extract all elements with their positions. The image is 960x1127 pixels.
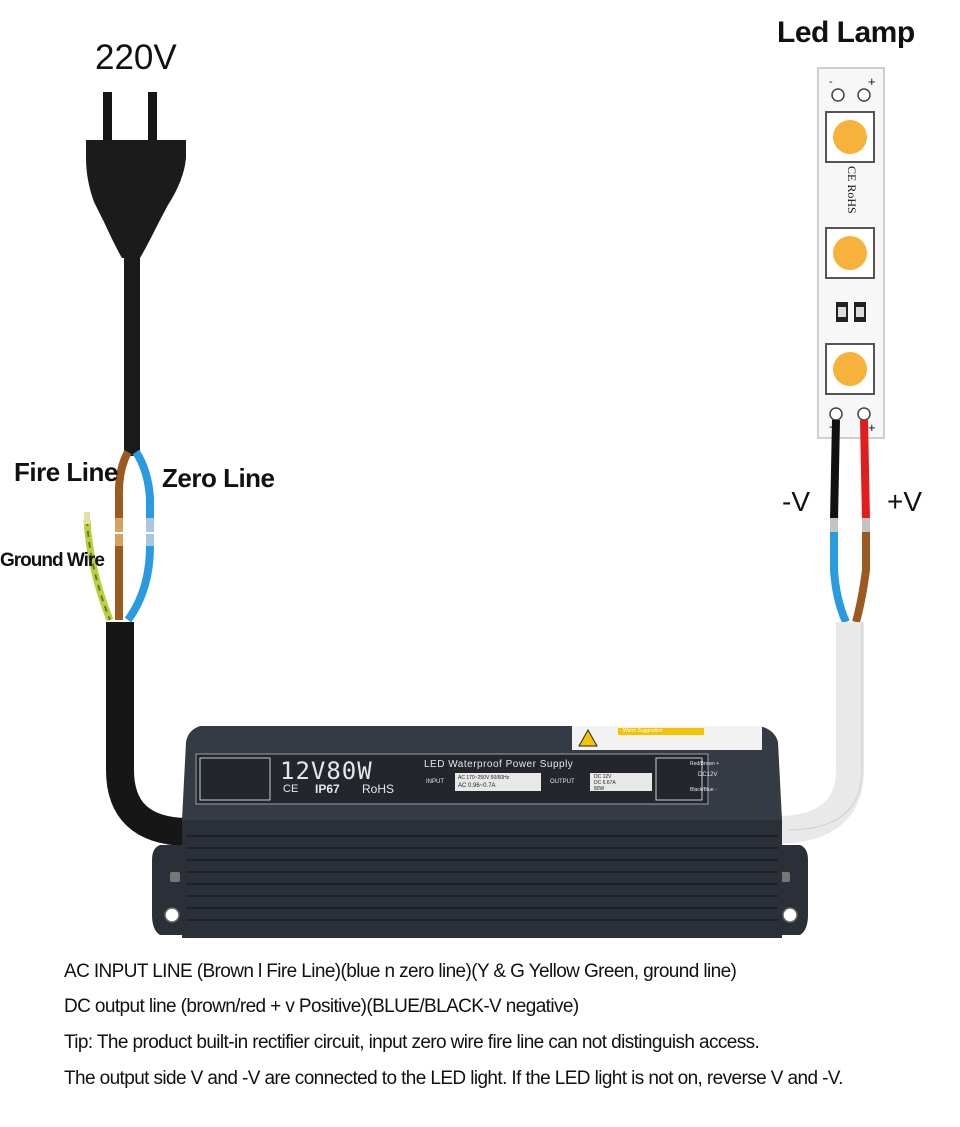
power-plug [86, 92, 186, 456]
strip-marking: CE RoHS [845, 166, 859, 214]
ground-wire-label: Ground Wire [0, 550, 105, 571]
note-ac-input: AC INPUT LINE (Brown l Fire Line)(blue n… [64, 961, 737, 982]
product-title: LED Waterproof Power Supply [424, 759, 574, 770]
note-output-reverse: The output side V and -V are connected t… [64, 1068, 843, 1089]
red-brown-label: Red/Brown + [690, 761, 720, 767]
output-power: 80W [594, 786, 605, 792]
input-current: AC 0.96~0.7A [458, 783, 496, 789]
input-spec: AC 170~250V 50/60Hz [458, 775, 510, 781]
note-tip: Tip: The product built-in rectifier circ… [64, 1032, 760, 1053]
note-dc-output: DC output line (brown/red + v Positive)(… [64, 996, 579, 1017]
input-wires-lower [83, 512, 154, 623]
rohs-mark: RoHS [362, 782, 395, 796]
strip-plus-bottom: + [868, 420, 876, 435]
output-wires [830, 419, 870, 624]
output-label: OUTPUT [550, 779, 575, 785]
positive-label: +V [887, 486, 923, 517]
negative-label: -V [782, 486, 810, 517]
output-cable [774, 622, 864, 844]
black-blue-label: Black/Blue - [690, 787, 717, 793]
input-cable [106, 622, 186, 846]
voltage-label: 220V [95, 38, 177, 77]
ip-rating: IP67 [315, 782, 340, 796]
power-supply [152, 726, 808, 938]
strip-plus-top: + [868, 74, 876, 89]
ce-mark: CE [283, 783, 299, 795]
dc-label: DC12V [698, 772, 718, 778]
model-label: 12V80W [280, 757, 373, 785]
warning-title: Warm Suggestion [623, 728, 663, 734]
zero-line-label: Zero Line [162, 463, 275, 493]
strip-minus-bottom: - [829, 421, 833, 433]
strip-minus-top: - [829, 76, 833, 88]
input-wires-upper [114, 449, 154, 532]
output-voltage: DC 12V [594, 774, 612, 780]
output-current: DC 6.67A [594, 780, 616, 786]
input-label: INPUT [426, 779, 444, 785]
lamp-title: Led Lamp [777, 16, 915, 49]
fire-line-label: Fire Line [14, 457, 118, 487]
led-strip [817, 67, 885, 439]
